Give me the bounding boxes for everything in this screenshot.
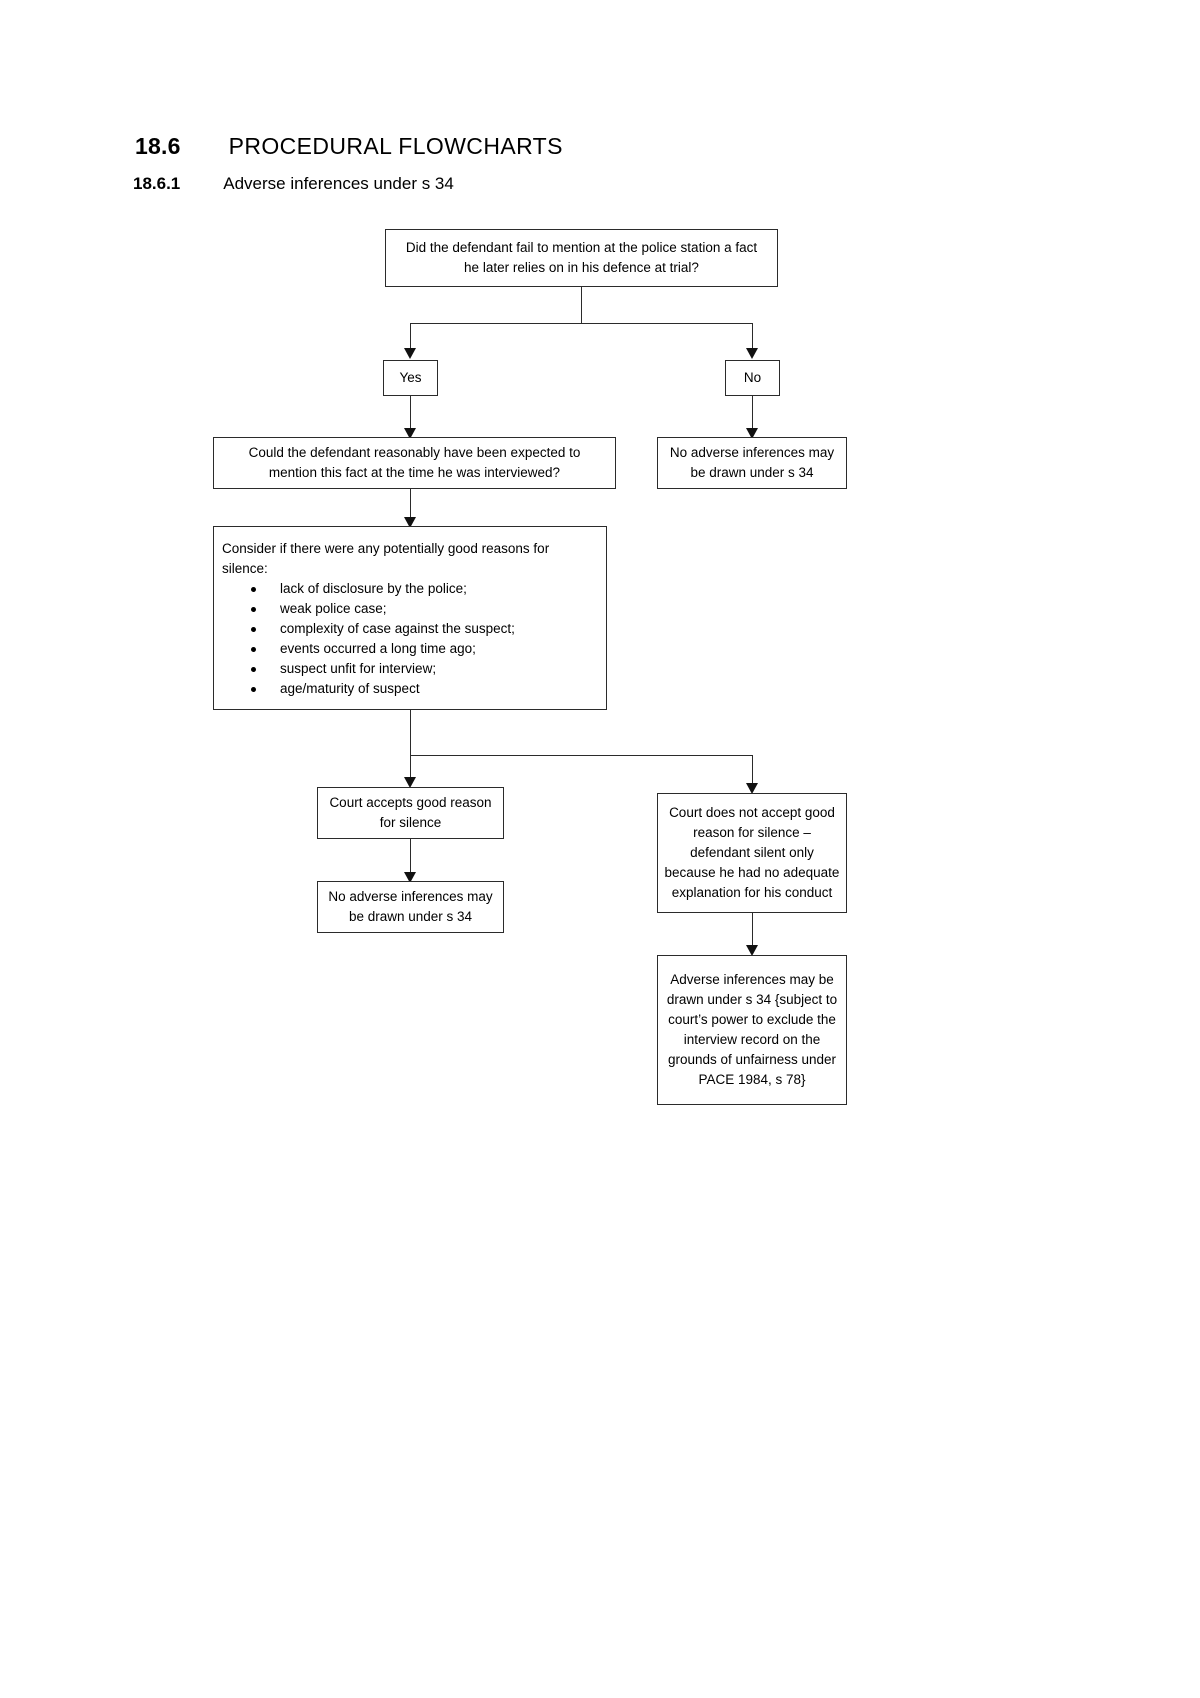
list-item: complexity of case against the suspect; — [222, 619, 596, 639]
subsection-number: 18.6.1 — [133, 174, 181, 193]
flowchart-node-yes: Yes — [383, 360, 438, 396]
rejects-line-2: reason for silence – — [693, 825, 811, 840]
list-item: lack of disclosure by the police; — [222, 579, 596, 599]
rejects-line-1: Court does not accept good — [669, 805, 835, 820]
no-label: No — [743, 370, 762, 385]
connector-reasons-split — [410, 755, 752, 756]
arrowhead-to-accepts — [404, 777, 416, 788]
accepts-line-1: Court accepts good reason — [329, 795, 492, 810]
reasons-intro-line-1: Consider if there were any potentially g… — [222, 541, 550, 556]
reasons-intro-line-2: silence: — [222, 561, 268, 576]
section-title: PROCEDURAL FLOWCHARTS — [228, 133, 563, 159]
adverse-line-4: interview record on the — [683, 1032, 821, 1047]
connector-start-split — [410, 323, 752, 324]
adverse-line-3: court’s power to exclude the — [668, 1012, 836, 1027]
arrowhead-rejects-down — [746, 945, 758, 956]
list-item: age/maturity of suspect — [222, 679, 596, 699]
connector-start-down — [581, 287, 582, 323]
flowchart-node-accepts-good-reason: Court accepts good reason for silence — [317, 787, 504, 839]
accepts-line-2: for silence — [379, 815, 442, 830]
connector-to-rejects — [752, 755, 753, 783]
flowchart-node-rejects-good-reason: Court does not accept good reason for si… — [657, 793, 847, 913]
subsection-title: Adverse inferences under s 34 — [223, 174, 454, 193]
list-item: suspect unfit for interview; — [222, 659, 596, 679]
rejects-line-3: defendant silent only — [690, 845, 814, 860]
connector-yes-down — [410, 396, 411, 428]
connector-to-yes — [410, 323, 411, 348]
flowchart-node-reasons: Consider if there were any potentially g… — [213, 526, 607, 710]
adverse-line-2: drawn under s 34 {subject to — [666, 992, 838, 1007]
flowchart-node-no-inference-left: No adverse inferences may be drawn under… — [317, 881, 504, 933]
flowchart-node-no: No — [725, 360, 780, 396]
list-item: events occurred a long time ago; — [222, 639, 596, 659]
no-inference-left-line-1: No adverse inferences may — [328, 889, 493, 904]
connector-to-no — [752, 323, 753, 348]
flowchart-node-start: Did the defendant fail to mention at the… — [385, 229, 778, 287]
subsection-heading: 18.6.1 Adverse inferences under s 34 — [133, 174, 454, 194]
connector-rejects-down — [752, 913, 753, 945]
arrowhead-no-down — [746, 428, 758, 439]
rejects-line-5: explanation for his conduct — [671, 885, 833, 900]
arrowhead-to-no — [746, 348, 758, 359]
adverse-line-5: grounds of unfairness under — [667, 1052, 837, 1067]
connector-reasons-down — [410, 710, 411, 755]
adverse-line-1: Adverse inferences may be — [670, 972, 834, 987]
rejects-line-4: because he had no adequate — [664, 865, 840, 880]
no-inference-right-line-1: No adverse inferences may — [669, 445, 835, 460]
connector-expectation-down — [410, 489, 411, 517]
expectation-line-1: Could the defendant reasonably have been… — [248, 445, 581, 460]
section-heading: 18.6 PROCEDURAL FLOWCHARTS — [135, 133, 563, 160]
connector-accepts-down — [410, 839, 411, 872]
connector-to-accepts — [410, 755, 411, 777]
connector-no-down — [752, 396, 753, 428]
arrowhead-to-rejects — [746, 783, 758, 794]
start-line-1: Did the defendant fail to mention at the… — [405, 240, 758, 255]
expectation-line-2: mention this fact at the time he was int… — [268, 465, 561, 480]
reasons-list: lack of disclosure by the police; weak p… — [222, 579, 596, 699]
yes-label: Yes — [399, 370, 422, 385]
arrowhead-accepts-down — [404, 872, 416, 883]
no-inference-right-line-2: be drawn under s 34 — [690, 465, 814, 480]
flowchart-node-adverse-inference: Adverse inferences may be drawn under s … — [657, 955, 847, 1105]
section-number: 18.6 — [135, 133, 181, 159]
arrowhead-yes-down — [404, 428, 416, 439]
flowchart-node-expectation: Could the defendant reasonably have been… — [213, 437, 616, 489]
arrowhead-to-yes — [404, 348, 416, 359]
arrowhead-expectation-down — [404, 517, 416, 528]
adverse-line-6: PACE 1984, s 78} — [698, 1072, 806, 1087]
no-inference-left-line-2: be drawn under s 34 — [348, 909, 473, 924]
flowchart-node-no-inference-right: No adverse inferences may be drawn under… — [657, 437, 847, 489]
list-item: weak police case; — [222, 599, 596, 619]
start-line-2: he later relies on in his defence at tri… — [464, 260, 699, 275]
